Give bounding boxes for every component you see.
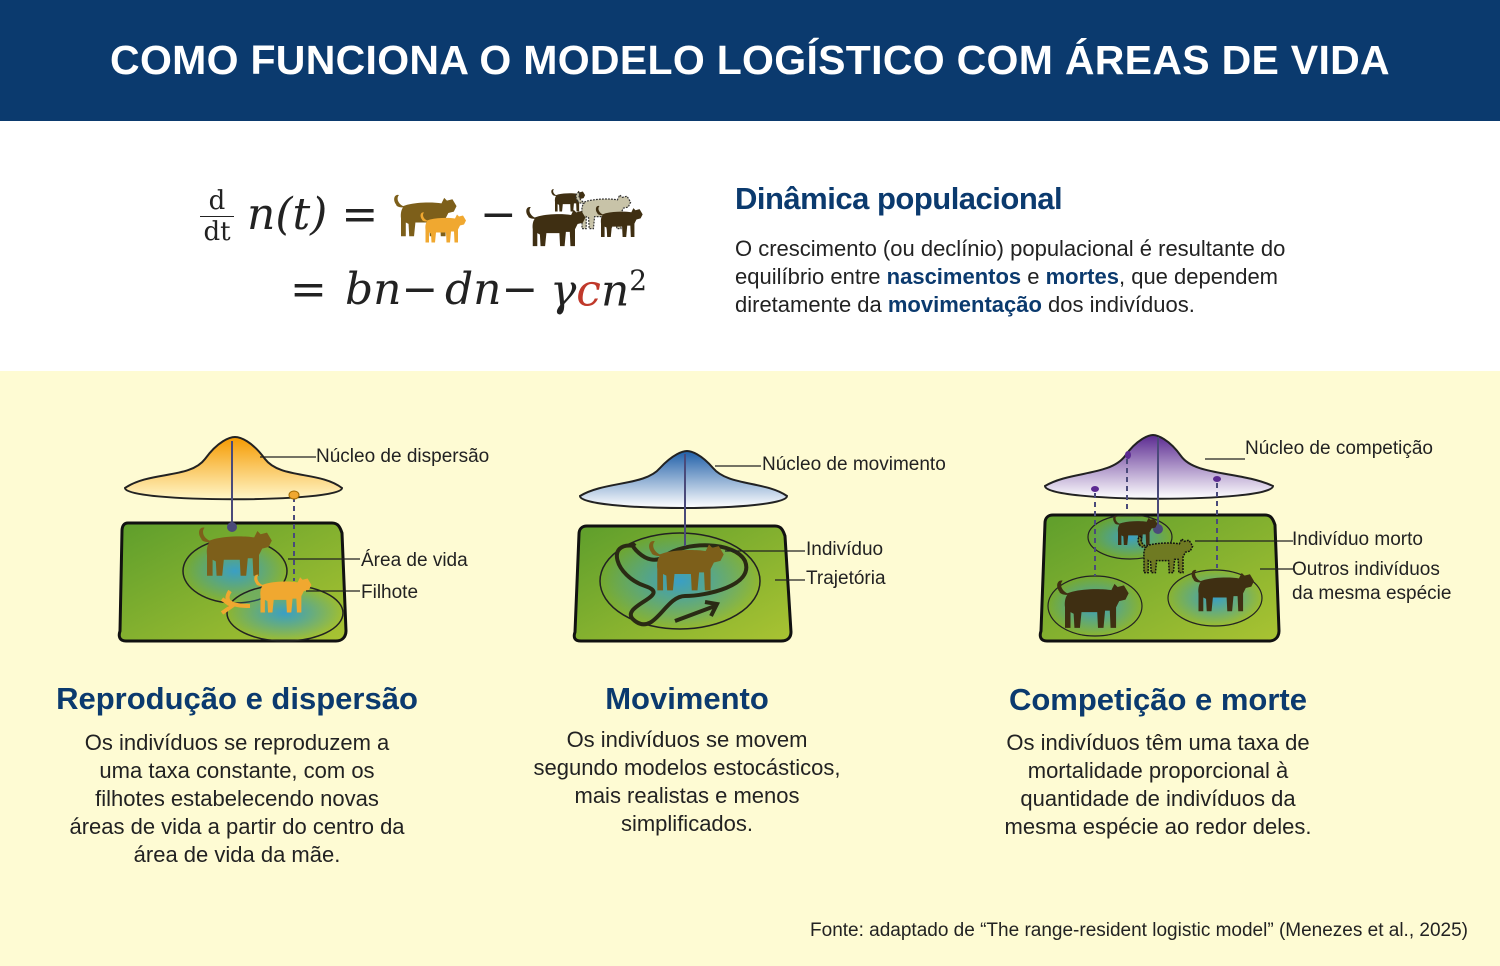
label-movement-kernel: Núcleo de movimento (762, 454, 946, 475)
label-trajectory: Trajetória (806, 568, 886, 589)
highlight-movement: movimentação (887, 292, 1042, 317)
equals-sign: = (290, 264, 327, 315)
death-term: dn− (445, 264, 539, 315)
death-cats-icon (526, 189, 643, 247)
derivative-fraction: d dt (200, 187, 234, 246)
gamma-symbol: γ (550, 265, 577, 317)
panel-title-competition: Competição e morte (1008, 682, 1307, 717)
label-dead-individual: Indivíduo morto (1292, 529, 1423, 550)
equation-section: d dt n(t) = − = bn− dn− γcn2 Dinâmica po… (0, 121, 1500, 371)
c-symbol: c (576, 265, 601, 317)
label-individual: Indivíduo (806, 539, 884, 560)
logistic-equation: d dt n(t) = − = bn− dn− γcn2 (195, 179, 665, 329)
source-citation: Fonte: adaptado de “The range-resident l… (810, 920, 1468, 941)
minus-sign: − (480, 189, 517, 240)
highlight-deaths: mortes (1045, 264, 1119, 289)
competition-term: γcn2 (550, 264, 647, 317)
processes-section: Núcleo de dispersão Área de vida Filhote… (0, 371, 1500, 966)
highlight-births: nascimentos (886, 264, 1022, 289)
n-symbol: n (600, 265, 630, 317)
dispersal-diagram (117, 435, 360, 643)
birth-term: bn− (345, 264, 439, 315)
label-same-species: da mesma espécie (1292, 583, 1452, 604)
dynamics-text: O crescimento (ou declínio) populacional… (735, 236, 1286, 317)
movement-diagram (572, 449, 805, 643)
panel-title-movement: Movimento (605, 681, 769, 716)
panel-desc-competition: Os indivíduos têm uma taxa de mortalidad… (1004, 730, 1312, 839)
dynamics-title: Dinâmica populacional (735, 181, 1063, 216)
lhs-term: n(t) = (247, 189, 379, 240)
exponent: 2 (629, 264, 648, 297)
label-offspring: Filhote (361, 582, 419, 603)
panel-desc-movement: Os indivíduos se movem segundo modelos e… (533, 727, 841, 836)
competition-diagram (1038, 433, 1293, 643)
label-home-range: Área de vida (361, 550, 468, 571)
population-dynamics-block: Dinâmica populacional O crescimento (ou … (735, 181, 1355, 319)
label-competition-kernel: Núcleo de competição (1245, 438, 1433, 459)
birth-cats-icon (394, 194, 466, 243)
derivative-denominator: dt (203, 217, 231, 247)
header-banner: COMO FUNCIONA O MODELO LOGÍSTICO COM ÁRE… (0, 0, 1500, 121)
label-dispersal-kernel: Núcleo de dispersão (316, 446, 490, 467)
panel-title-reproduction: Reprodução e dispersão (56, 681, 418, 716)
label-other-individuals: Outros indivíduos (1292, 559, 1440, 580)
page-title: COMO FUNCIONA O MODELO LOGÍSTICO COM ÁRE… (110, 37, 1390, 83)
derivative-numerator: d (208, 186, 226, 216)
panel-desc-reproduction: Os indivíduos se reproduzem a uma taxa c… (69, 730, 405, 867)
